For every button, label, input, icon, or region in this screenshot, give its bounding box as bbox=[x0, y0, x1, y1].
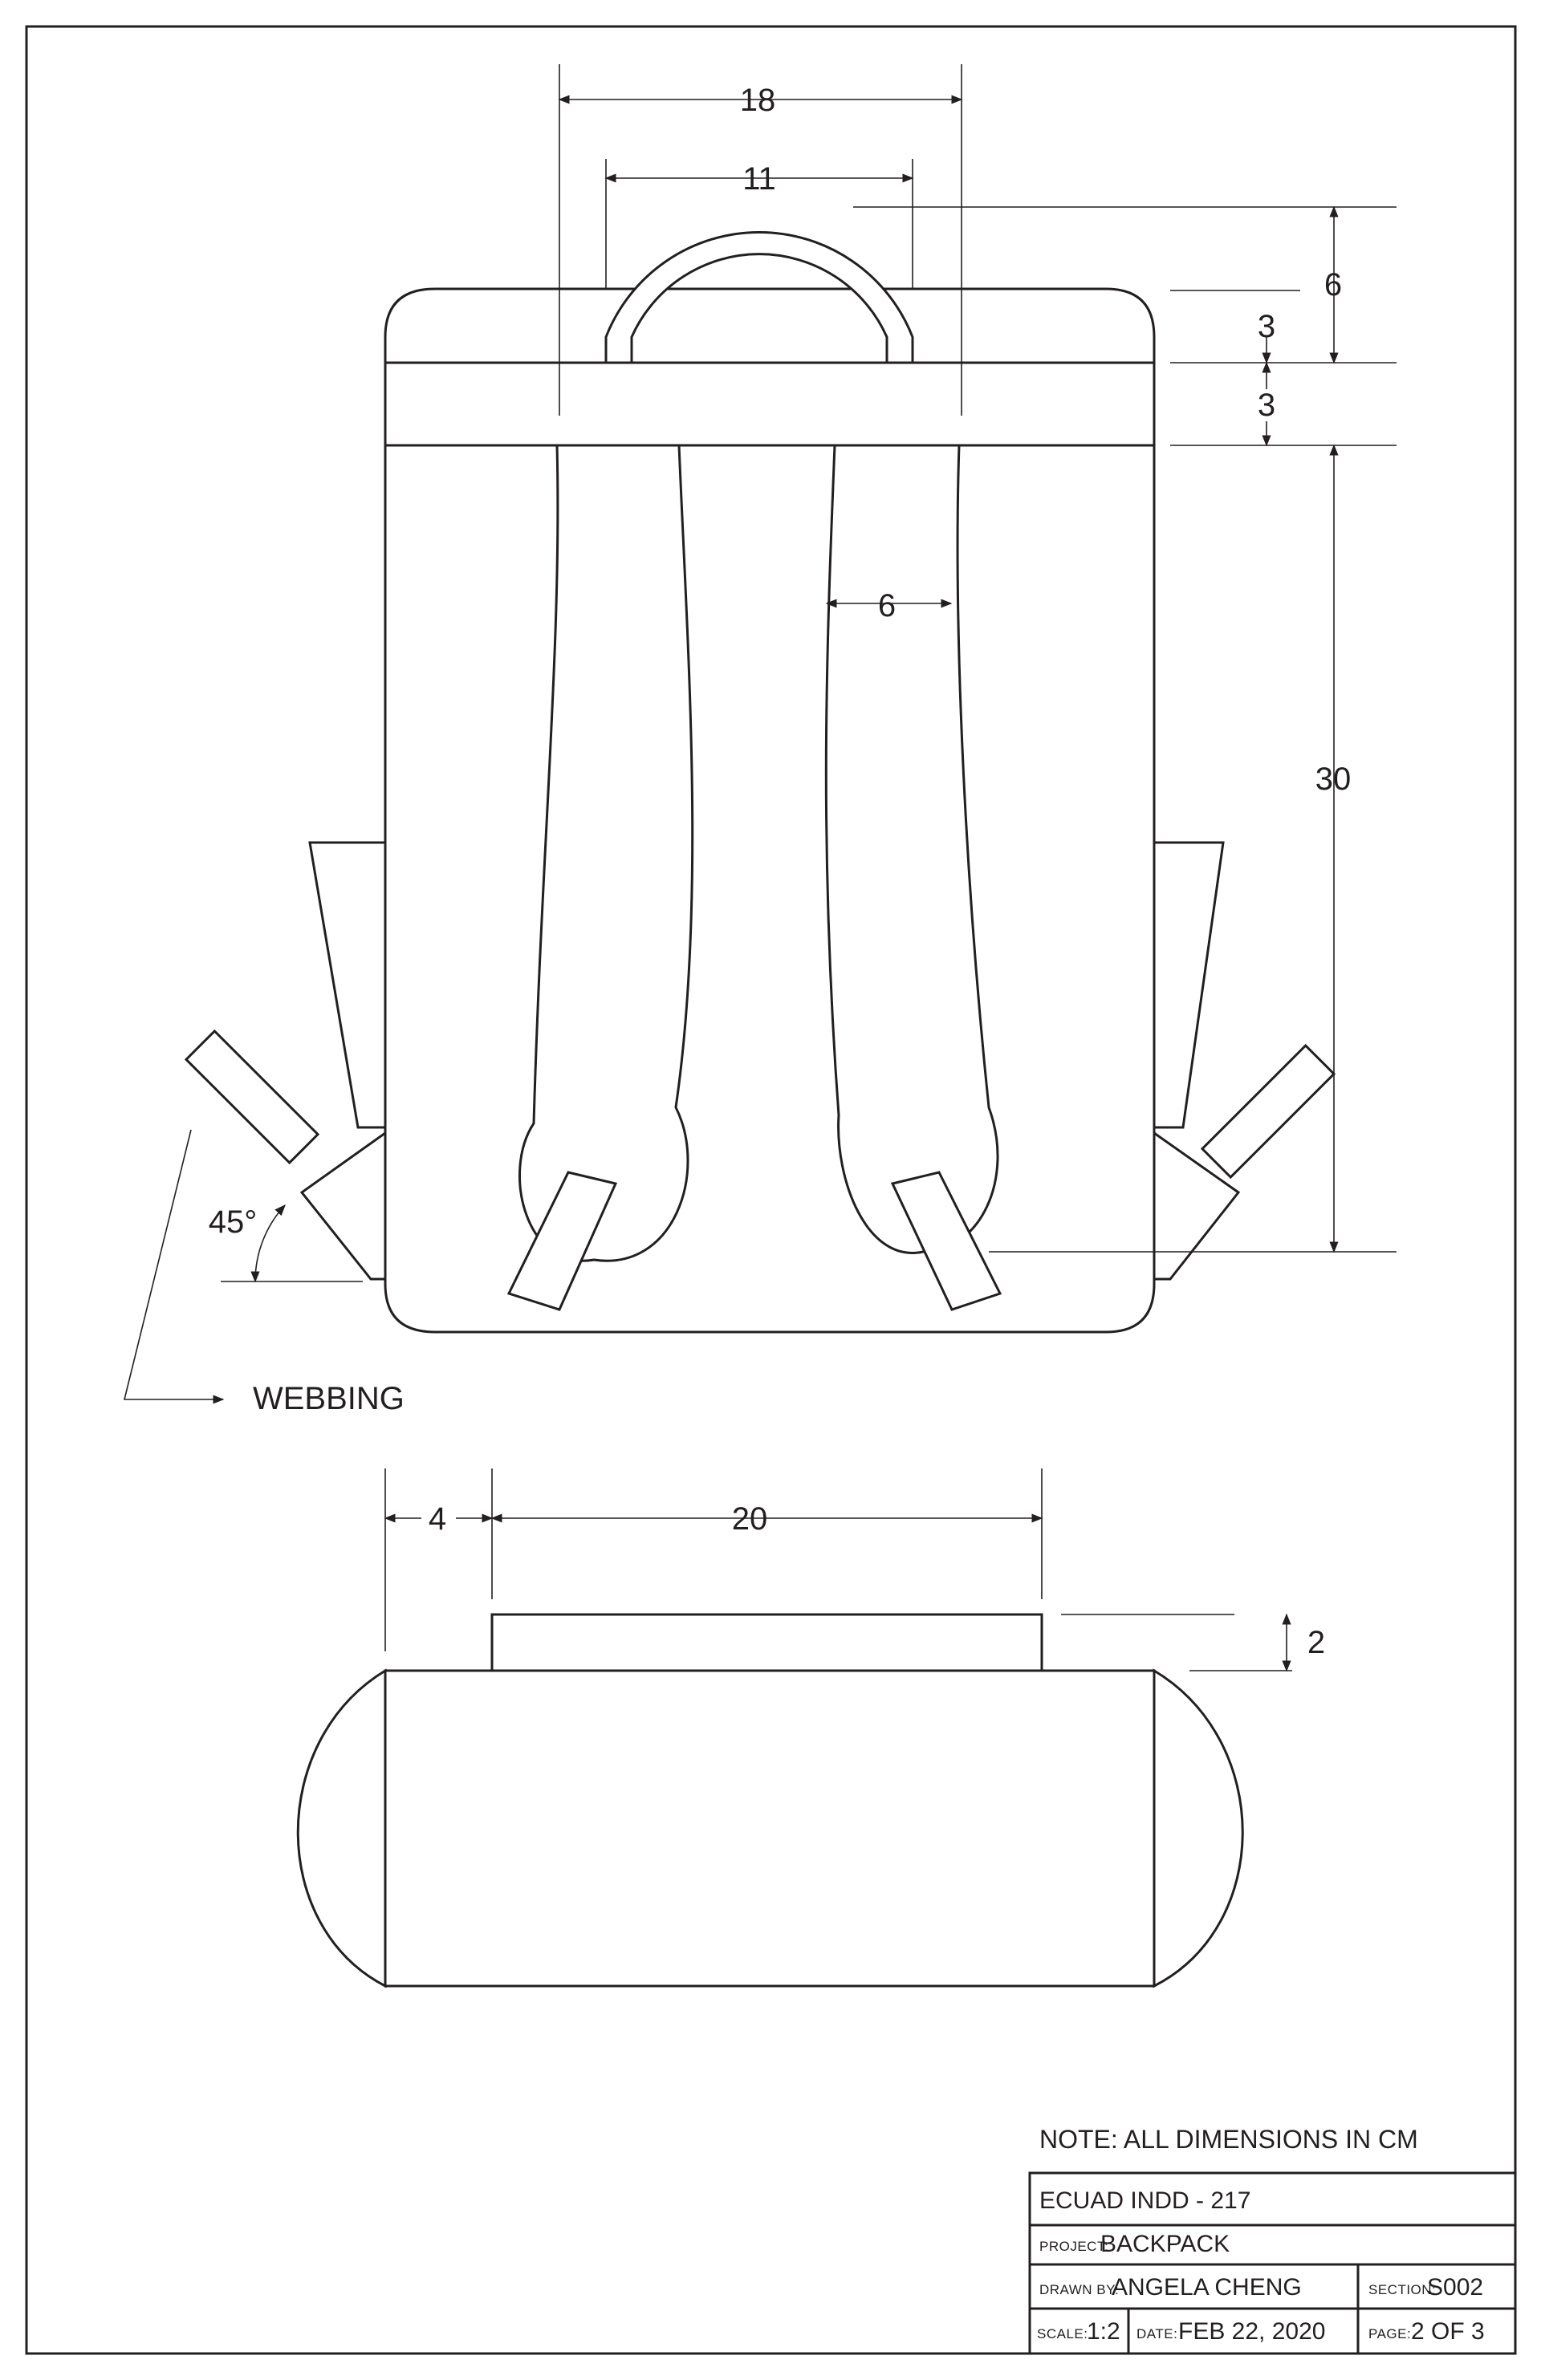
date-value: FEB 22, 2020 bbox=[1178, 2318, 1325, 2345]
project-value: BACKPACK bbox=[1100, 2231, 1230, 2257]
left-side-pocket bbox=[308, 841, 387, 1129]
dim-label-strap-width: 6 bbox=[878, 588, 896, 623]
scale-value: 1:2 bbox=[1087, 2318, 1120, 2345]
left-webbing-loop bbox=[184, 1029, 320, 1165]
dim-arc-strap-angle bbox=[250, 1204, 286, 1283]
dim-label-top-band-lower: 3 bbox=[1258, 388, 1275, 423]
base-body-outline bbox=[384, 1669, 1156, 1988]
drawn-by-label: DRAWN BY: bbox=[1039, 2282, 1119, 2297]
section-value: S002 bbox=[1427, 2274, 1483, 2301]
bottom-view: 4 20 2 bbox=[296, 1468, 1325, 1988]
right-strap-buckle bbox=[890, 1171, 1002, 1311]
dim-label-handle-outer-width: 18 bbox=[740, 83, 776, 118]
dimension-note: NOTE: ALL DIMENSIONS IN CM bbox=[1039, 2125, 1418, 2154]
page-label: PAGE: bbox=[1368, 2326, 1411, 2341]
dim-label-top-band-upper: 3 bbox=[1258, 309, 1275, 344]
dim-label-handle-inner-width: 11 bbox=[742, 161, 776, 197]
front-view: 18 11 6 3 3 6 30 45° WEBBING bbox=[123, 64, 1397, 1416]
drawn-by-value: ANGELA CHENG bbox=[1112, 2274, 1302, 2301]
carry-handle bbox=[604, 230, 914, 364]
dim-label-body-height: 30 bbox=[1315, 762, 1352, 797]
right-side-pocket bbox=[1153, 841, 1225, 1129]
right-webbing-loop bbox=[1200, 1043, 1336, 1180]
left-side-gusset bbox=[299, 1131, 387, 1281]
course-code: ECUAD INDD - 217 bbox=[1039, 2187, 1250, 2214]
webbing-leader-line bbox=[123, 1129, 225, 1404]
right-end-cap bbox=[1153, 1668, 1244, 1988]
dim-label-handle-height: 6 bbox=[1324, 267, 1342, 303]
dim-label-base-height: 2 bbox=[1307, 1625, 1325, 1660]
section-label: SECTION: bbox=[1368, 2282, 1436, 2297]
title-block: ECUAD INDD - 217 PROJECT: BACKPACK DRAWN… bbox=[1028, 2171, 1517, 2355]
dim-label-side-depth: 4 bbox=[429, 1501, 446, 1537]
right-shoulder-strap bbox=[824, 444, 999, 1254]
top-handle-block bbox=[490, 1613, 1043, 1672]
webbing-callout-label: WEBBING bbox=[253, 1381, 405, 1416]
sheet-border bbox=[25, 25, 1517, 2355]
left-end-cap bbox=[296, 1668, 387, 1988]
dim-label-base-width: 20 bbox=[732, 1501, 768, 1537]
dim-label-strap-angle: 45° bbox=[209, 1204, 258, 1240]
project-label: PROJECT: bbox=[1039, 2239, 1108, 2254]
date-label: DATE: bbox=[1136, 2326, 1177, 2341]
left-strap-buckle bbox=[506, 1171, 618, 1311]
scale-label: SCALE: bbox=[1037, 2326, 1088, 2341]
left-shoulder-strap bbox=[518, 444, 694, 1262]
page-value: 2 OF 3 bbox=[1411, 2318, 1485, 2345]
